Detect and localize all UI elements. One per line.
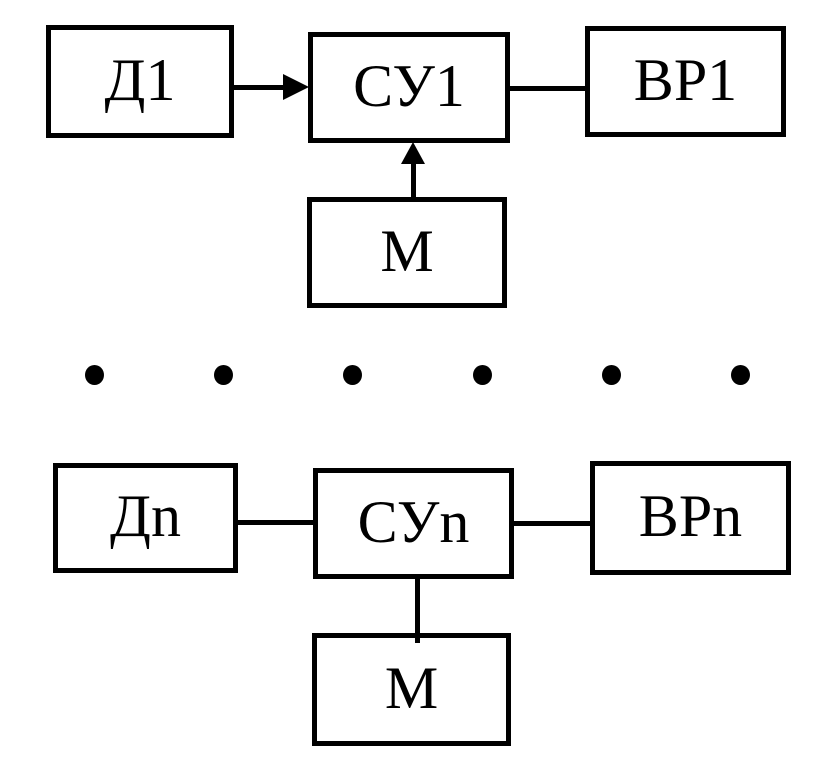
block-vr1: ВР1: [585, 26, 786, 137]
block-vrn: ВРn: [590, 461, 791, 575]
block-dn: Дn: [53, 463, 238, 573]
ellipsis-dot-icon: [472, 365, 492, 385]
connector-su1-to-vr1: [508, 86, 586, 91]
ellipsis-dot-icon: [730, 365, 750, 385]
arrowhead-up-icon: [401, 142, 425, 164]
connector-sun-to-m: [415, 576, 420, 643]
ellipsis-dot-icon: [214, 365, 234, 385]
block-d1-label: Д1: [104, 46, 176, 113]
block-m-top: М: [307, 197, 507, 308]
connector-m-to-su1: [411, 160, 416, 200]
connector-d1-to-su1: [233, 85, 289, 90]
block-su1: СУ1: [308, 32, 510, 143]
block-dn-label: Дn: [110, 483, 181, 549]
connector-dn-to-sun: [236, 520, 314, 525]
arrowhead-right-icon: [283, 74, 309, 100]
block-m-top-label: М: [380, 217, 434, 284]
ellipsis-row: [85, 365, 750, 385]
ellipsis-dot-icon: [85, 365, 104, 385]
block-d1: Д1: [46, 25, 234, 138]
connector-sun-to-vrn: [512, 521, 591, 526]
block-sun-label: СУn: [357, 488, 470, 555]
block-su1-label: СУ1: [353, 52, 465, 119]
ellipsis-dot-icon: [343, 365, 363, 385]
block-vrn-label: ВРn: [638, 483, 743, 549]
block-m-bottom: М: [312, 633, 511, 746]
block-vr1-label: ВР1: [633, 46, 738, 113]
ellipsis-dot-icon: [601, 365, 621, 385]
block-m-bottom-label: М: [384, 654, 439, 721]
block-sun: СУn: [313, 468, 514, 579]
